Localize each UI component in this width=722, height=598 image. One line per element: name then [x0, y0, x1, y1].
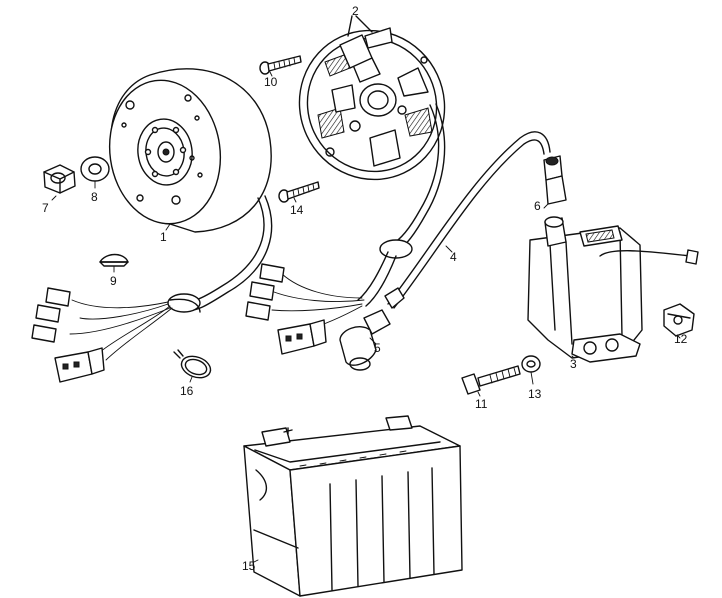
part-labels: 1 2 3 4 5 6 7 8 9 10 11 12 13 14 15 16 — [42, 4, 688, 573]
connector-6 — [543, 155, 567, 205]
label-part-4: 4 — [450, 250, 457, 264]
battery — [243, 415, 463, 597]
rotor-wiring-harness — [31, 195, 273, 383]
stator-plate — [298, 15, 446, 181]
label-part-6: 6 — [534, 199, 541, 213]
label-part-2: 2 — [352, 4, 359, 18]
stator-wiring-harness — [245, 103, 446, 355]
washer-13 — [521, 355, 541, 373]
label-part-12: 12 — [674, 332, 688, 346]
label-part-9: 9 — [110, 274, 117, 288]
woodruff-key — [99, 253, 129, 267]
label-part-3: 3 — [570, 357, 577, 371]
label-part-8: 8 — [91, 190, 98, 204]
label-part-5: 5 — [374, 341, 381, 355]
label-part-15: 15 — [242, 559, 256, 573]
clip-12 — [663, 303, 695, 337]
label-part-10: 10 — [264, 75, 278, 89]
label-part-7: 7 — [42, 201, 49, 215]
label-part-13: 13 — [528, 387, 542, 401]
ignition-coil — [527, 216, 699, 363]
washer-8 — [80, 156, 110, 182]
bolt-11 — [461, 365, 521, 395]
screw-14 — [278, 181, 320, 203]
ht-lead — [384, 131, 551, 309]
label-part-14: 14 — [290, 203, 304, 217]
nut — [43, 164, 76, 194]
label-part-16: 16 — [180, 384, 194, 398]
leader-lines — [51, 71, 681, 563]
spark-plug-cap — [339, 309, 391, 371]
label-part-1: 1 — [160, 230, 167, 244]
label-part-11: 11 — [475, 397, 488, 411]
flywheel-rotor — [108, 68, 272, 233]
screw-10 — [259, 55, 302, 75]
hose-clamp — [173, 349, 212, 379]
